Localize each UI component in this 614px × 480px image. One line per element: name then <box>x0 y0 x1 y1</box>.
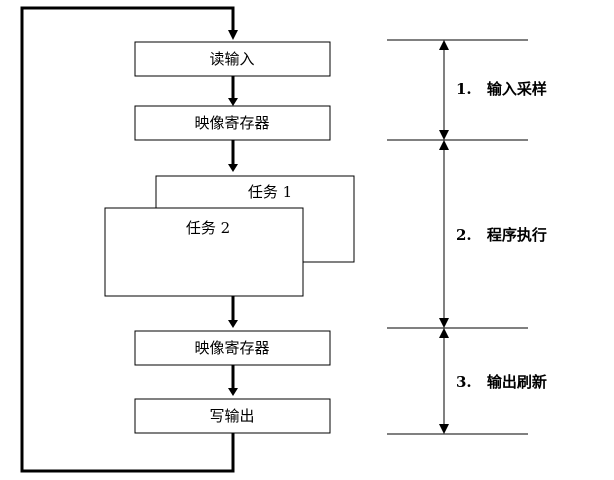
loop-entry-arrowhead <box>228 30 238 40</box>
phase-ruler <box>387 39 528 435</box>
write-output-block: 写输出 <box>134 398 331 434</box>
read-input-label: 读输入 <box>209 50 254 68</box>
phase-2-span-arrow <box>439 140 449 328</box>
connector-arrow <box>228 365 238 396</box>
phase-2-number: 2. <box>456 226 472 244</box>
phase-1-label: 1. 输入采样 <box>456 80 547 98</box>
phase-1-span-arrow <box>439 40 449 140</box>
image-register-top-label: 映像寄存器 <box>194 114 269 132</box>
scan-loop <box>20 6 238 473</box>
connector-arrow <box>228 76 238 106</box>
svg-text:3. 输出刷新: 3. 输出刷新 <box>456 373 547 391</box>
image-register-bottom-block: 映像寄存器 <box>134 330 331 366</box>
write-output-label: 写输出 <box>209 407 254 425</box>
phase-3-label: 3. 输出刷新 <box>456 373 547 391</box>
phase-2-name: 程序执行 <box>487 226 547 244</box>
task-2-label: 任务 2 <box>186 219 230 237</box>
svg-text:1. 输入采样: 1. 输入采样 <box>456 80 547 98</box>
image-register-bottom-label: 映像寄存器 <box>194 339 269 357</box>
loop-path <box>20 6 235 473</box>
phase-3-name: 输出刷新 <box>487 373 547 391</box>
connector-arrow <box>228 296 238 328</box>
task-2-block: 任务 2 <box>104 207 304 297</box>
task-1-label: 任务 1 <box>248 183 292 201</box>
phase-1-name: 输入采样 <box>487 80 547 98</box>
read-input-block: 读输入 <box>134 41 331 77</box>
image-register-top-block: 映像寄存器 <box>134 105 331 141</box>
svg-text:2. 程序执行: 2. 程序执行 <box>456 226 547 244</box>
phase-3-span-arrow <box>439 328 449 434</box>
phase-1-number: 1. <box>456 80 472 98</box>
phase-3-number: 3. <box>456 373 472 391</box>
phase-2-label: 2. 程序执行 <box>456 226 547 244</box>
connector-arrow <box>228 140 238 172</box>
